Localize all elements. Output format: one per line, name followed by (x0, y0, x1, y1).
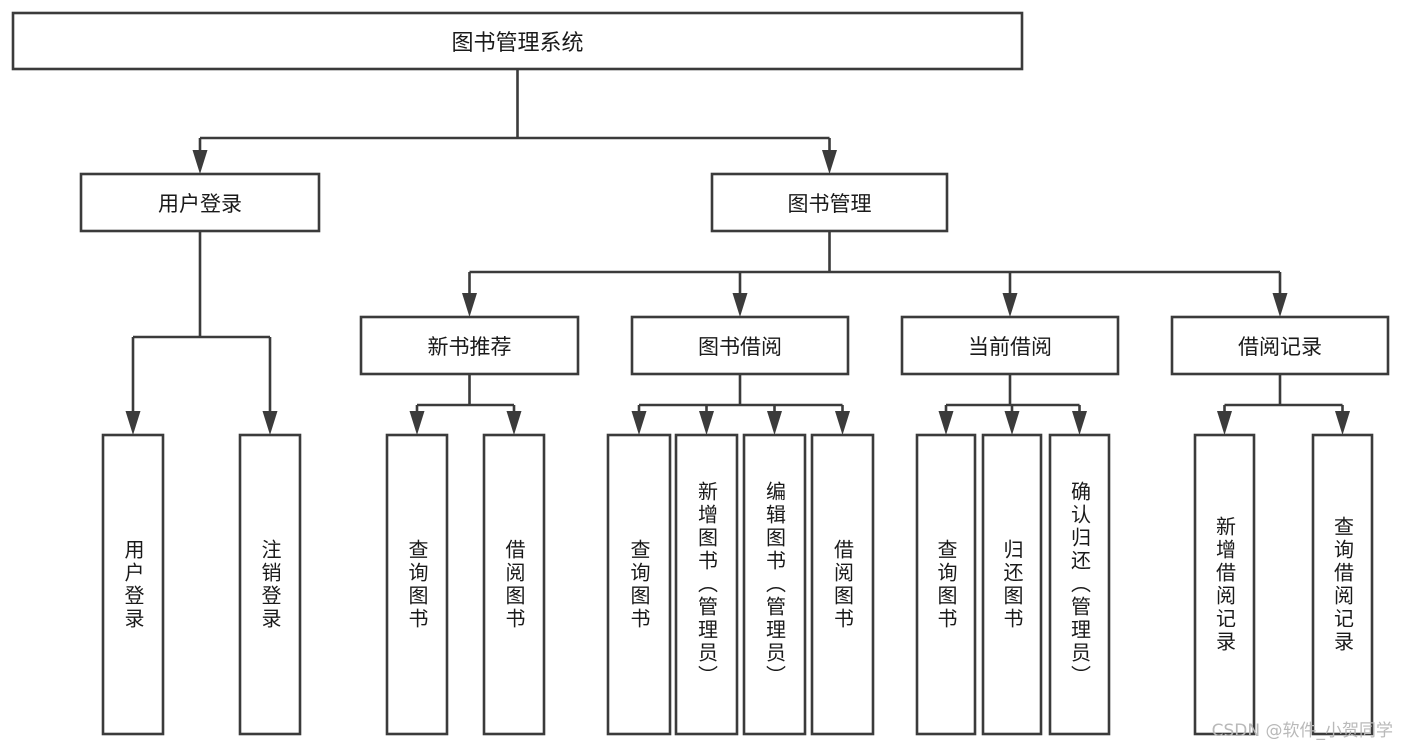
node-box-leaf_12[interactable] (1311, 433, 1374, 736)
connector-group-l1_1 (462, 231, 1288, 317)
node-box-l2_2[interactable] (900, 315, 1120, 376)
connector-layer (125, 69, 1350, 435)
arrow-head-icon (1217, 411, 1232, 435)
node-box-leaf_3[interactable] (482, 433, 546, 736)
node-box-leaf_2[interactable] (385, 433, 449, 736)
arrow-head-icon (409, 411, 425, 435)
node-box-leaf_0[interactable] (101, 433, 165, 736)
connector-group-l2_3 (1217, 374, 1350, 435)
arrow-head-icon (262, 411, 278, 435)
node-box-leaf_8[interactable] (915, 433, 977, 736)
node-box-layer (11, 11, 1390, 736)
node-box-l2_1[interactable] (630, 315, 850, 376)
arrow-head-icon (835, 411, 850, 435)
node-box-l2_3[interactable] (1170, 315, 1390, 376)
node-box-leaf_7[interactable] (810, 433, 875, 736)
node-box-leaf_11[interactable] (1193, 433, 1256, 736)
arrow-head-icon (767, 411, 782, 435)
node-box-l1_0[interactable] (79, 172, 321, 233)
arrow-head-icon (1335, 411, 1350, 435)
arrow-head-icon (1072, 411, 1087, 435)
node-box-l2_0[interactable] (359, 315, 580, 376)
arrow-head-icon (125, 411, 141, 435)
connector-group-l2_0 (409, 374, 522, 435)
node-box-leaf_9[interactable] (981, 433, 1043, 736)
connector-group-l2_2 (938, 374, 1087, 435)
node-box-leaf_4[interactable] (606, 433, 672, 736)
arrow-head-icon (732, 293, 748, 317)
arrow-head-icon (1004, 411, 1020, 435)
node-box-l1_1[interactable] (710, 172, 949, 233)
node-box-leaf_6[interactable] (742, 433, 807, 736)
arrow-head-icon (462, 293, 477, 317)
connector-group-l2_1 (631, 374, 850, 435)
arrow-head-icon (506, 411, 522, 435)
connector-group-l1_0 (125, 231, 278, 435)
arrow-head-icon (822, 150, 837, 174)
arrow-head-icon (1272, 293, 1288, 317)
arrow-head-icon (1002, 293, 1018, 317)
arrow-head-icon (192, 150, 208, 174)
node-box-leaf_5[interactable] (674, 433, 739, 736)
arrow-head-icon (631, 411, 647, 435)
node-box-leaf_1[interactable] (238, 433, 302, 736)
arrow-head-icon (938, 411, 954, 435)
node-box-root[interactable] (11, 11, 1024, 71)
arrow-head-icon (699, 411, 714, 435)
node-box-leaf_10[interactable] (1048, 433, 1111, 736)
connector-group-root (192, 69, 837, 174)
